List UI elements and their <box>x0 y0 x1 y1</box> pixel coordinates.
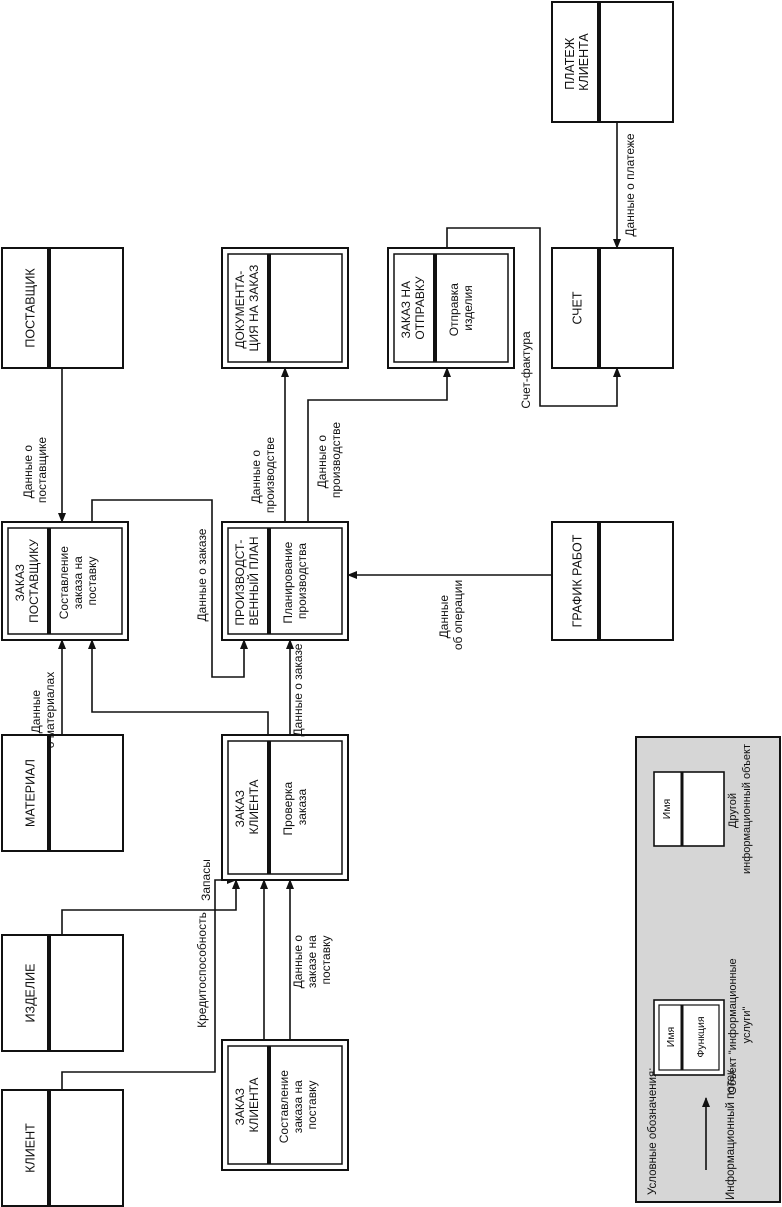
label-dannye-ob-operatsii: Данные об операции <box>437 580 465 650</box>
service-zakaz-klienta-2-name: ЗАКАЗ КЛИЕНТА <box>233 779 261 834</box>
service-zakaz-klienta-proverka: ЗАКАЗ КЛИЕНТА Проверка заказа <box>221 734 349 881</box>
service-dokumentatsiya: ДОКУМЕНТА- ЦИЯ НА ЗАКАЗ <box>221 247 349 369</box>
object-grafik-rabot: ГРАФИК РАБОТ <box>551 521 674 641</box>
legend-service-symbol: Имя Функция <box>653 999 725 1076</box>
service-zakaz-klienta-1-name: ЗАКАЗ КЛИЕНТА <box>233 1077 261 1132</box>
label-schet-faktura: Счет-фактура <box>519 331 533 409</box>
legend-object-symbol: Имя <box>653 771 725 847</box>
service-zakaz-postavshchiku: ЗАКАЗ ПОСТАВЩИКУ Составление заказа на п… <box>1 521 129 641</box>
object-grafik-rabot-label: ГРАФИК РАБОТ <box>570 534 584 627</box>
label-dannye-o-zakaze-na-postavku: Данные о заказе на поставку <box>291 932 333 989</box>
legend-service-caption: Объект "информационные услуги" <box>727 955 753 1094</box>
legend-object-caption: Другой информационный объект <box>727 744 753 874</box>
service-dokumentatsiya-name: ДОКУМЕНТА- ЦИЯ НА ЗАКАЗ <box>233 265 261 352</box>
legend-flow-label: Информационный поток <box>725 1069 737 1200</box>
object-material: МАТЕРИАЛ <box>1 734 124 852</box>
label-dannye-o-zakaze-2: Данные о заказе <box>195 528 209 621</box>
label-dannye-o-materialakh: Данные о материалах <box>29 672 57 748</box>
legend-service-function: Функция <box>695 1016 707 1057</box>
flow-check-to-zakaz-postavshchiku <box>88 639 269 735</box>
object-klient: КЛИЕНТ <box>1 1089 124 1207</box>
service-zakaz-klienta-1-function: Составление заказа на поставку <box>277 1067 319 1144</box>
label-dannye-o-proizvodstve-2: Данные о производстве <box>315 422 343 498</box>
service-proizvodstvennyi-plan: ПРОИЗВОДСТ- ВЕННЫЙ ПЛАН Планирование про… <box>221 521 349 641</box>
service-zakaz-klienta-sostavlenie: ЗАКАЗ КЛИЕНТА Составление заказа на пост… <box>221 1039 349 1171</box>
flow-labels: Кредитоспособность Запасы Данные о матер… <box>21 133 637 1028</box>
label-kreditosposobnost: Кредитоспособность <box>195 912 209 1028</box>
service-zakaz-klienta-2-function: Проверка заказа <box>281 778 309 835</box>
label-dannye-o-platezhe: Данные о платеже <box>623 133 637 237</box>
object-izdelie: ИЗДЕЛИЕ <box>1 934 124 1052</box>
legend-title: Условные обозначения: <box>647 1068 659 1195</box>
service-zakaz-postavshchiku-name: ЗАКАЗ ПОСТАВЩИКУ <box>13 539 41 623</box>
object-material-label: МАТЕРИАЛ <box>23 759 37 827</box>
object-schet: СЧЕТ <box>551 247 674 369</box>
label-dannye-o-proizvodstve-1: Данные о производстве <box>249 437 277 513</box>
service-zakaz-na-otpravku-function: Отправка изделия <box>447 280 475 337</box>
legend: Условные обозначения: Информационный пот… <box>635 736 781 1203</box>
label-dannye-o-postavshchike: Данные о поставщике <box>21 437 49 504</box>
flow-dannye-o-zakaze-2 <box>91 499 248 678</box>
flow-schet-faktura <box>446 227 621 407</box>
label-zapasy: Запасы <box>199 859 213 901</box>
flow-zapasy <box>61 879 240 935</box>
service-proizvodstvennyi-plan-function: Планирование производства <box>281 538 309 623</box>
service-zakaz-postavshchiku-function: Составление заказа на поставку <box>57 543 99 620</box>
object-postavshchik: ПОСТАВЩИК <box>1 247 124 369</box>
service-proizvodstvennyi-plan-name: ПРОИЗВОДСТ- ВЕННЫЙ ПЛАН <box>233 536 261 625</box>
object-schet-label: СЧЕТ <box>570 291 584 324</box>
object-platezh-klienta-label: ПЛАТЕЖ КЛИЕНТА <box>563 33 591 91</box>
object-klient-label: КЛИЕНТ <box>23 1123 37 1173</box>
legend-object-name: Имя <box>661 799 673 819</box>
flow-dannye-o-proizvodstve-2 <box>307 367 451 522</box>
service-zakaz-na-otpravku: ЗАКАЗ НА ОТПРАВКУ Отправка изделия <box>387 247 515 369</box>
object-platezh-klienta: ПЛАТЕЖ КЛИЕНТА <box>551 1 674 123</box>
object-izdelie-label: ИЗДЕЛИЕ <box>23 964 37 1023</box>
legend-service-name: Имя <box>665 1027 677 1047</box>
object-postavshchik-label: ПОСТАВЩИК <box>23 268 37 348</box>
service-zakaz-na-otpravku-name: ЗАКАЗ НА ОТПРАВКУ <box>399 276 427 340</box>
label-dannye-o-zakaze-1: Данные о заказе <box>291 643 305 736</box>
